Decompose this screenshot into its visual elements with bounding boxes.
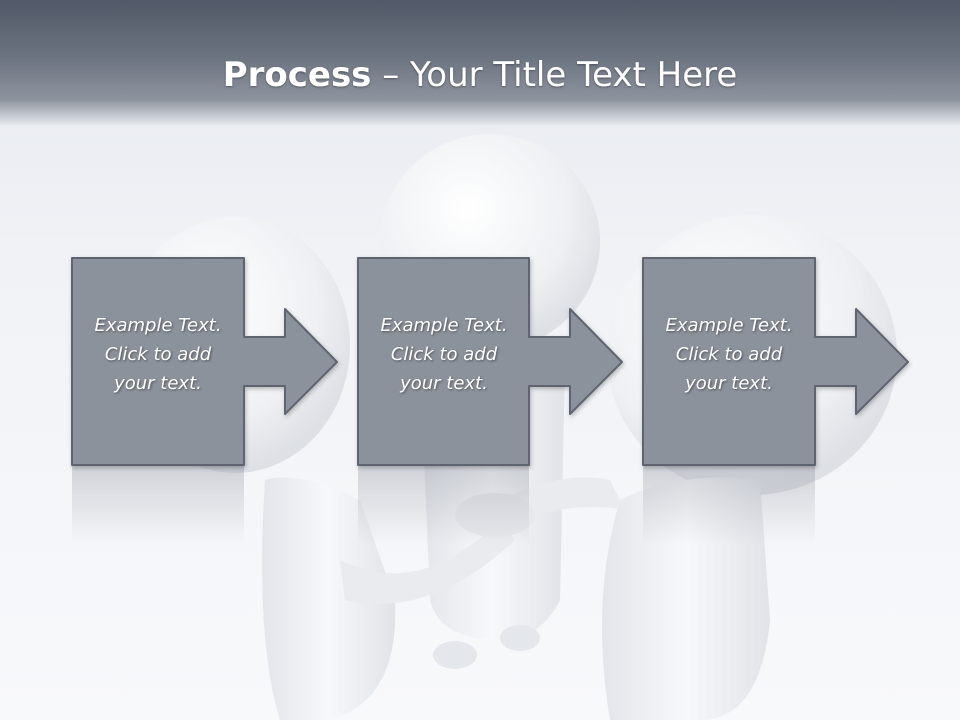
step-2-line-3: your text. xyxy=(400,373,488,394)
step-2-arrow-box[interactable] xyxy=(357,257,623,466)
title-rest-text: – Your Title Text Here xyxy=(371,55,738,95)
title-bar xyxy=(0,0,960,125)
step-1-line-1: Example Text. xyxy=(94,315,222,336)
slide-title[interactable]: Process – Your Title Text Here xyxy=(0,48,960,102)
step-1-reflection xyxy=(72,466,244,545)
step-1-line-3: your text. xyxy=(114,373,202,394)
step-1-arrow-box[interactable] xyxy=(71,257,338,466)
step-3-line-3: your text. xyxy=(685,373,773,394)
step-2-reflection xyxy=(358,466,529,545)
step-3-text[interactable]: Example Text. Click to add your text. xyxy=(643,311,815,398)
step-3-line-2: Click to add xyxy=(675,344,783,365)
step-1-line-2: Click to add xyxy=(104,344,212,365)
step-3-reflection xyxy=(643,466,815,545)
step-2-text[interactable]: Example Text. Click to add your text. xyxy=(358,311,530,398)
title-bold-text: Process xyxy=(222,55,372,95)
step-2-line-1: Example Text. xyxy=(380,315,508,336)
step-1-text[interactable]: Example Text. Click to add your text. xyxy=(72,311,244,398)
step-2-line-2: Click to add xyxy=(390,344,498,365)
step-3-line-1: Example Text. xyxy=(665,315,793,336)
step-3-arrow-box[interactable] xyxy=(642,257,909,466)
